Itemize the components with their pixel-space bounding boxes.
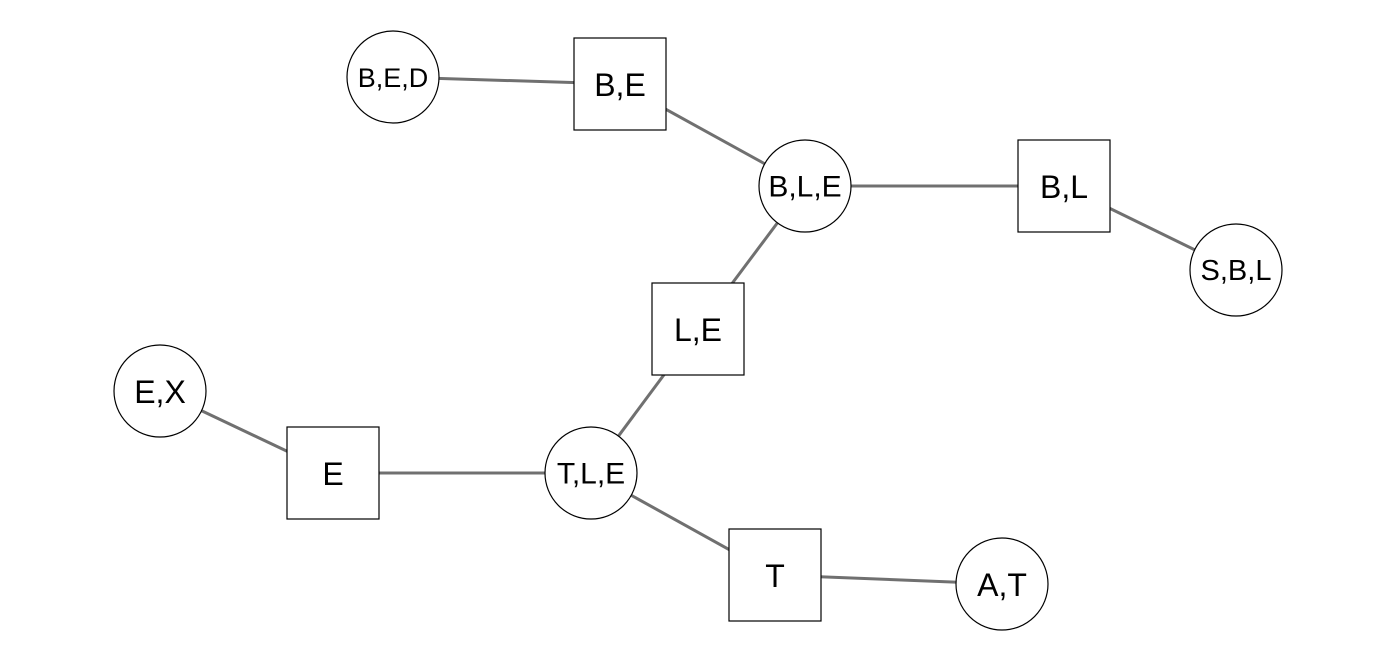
- nodes-layer: B,E,D B,E B,L,E B,L S,B,L L,E E,X E T,L,E T A,T: [113, 30, 1283, 631]
- clique-circle: [346, 30, 440, 124]
- node-label: B,E: [594, 67, 646, 103]
- node-label: T: [765, 558, 785, 594]
- clique-circle: [1189, 223, 1283, 317]
- node-le: L,E: [651, 282, 745, 376]
- node-label: B,E,D: [358, 63, 429, 93]
- clique-circle: [544, 426, 638, 520]
- node-label: S,B,L: [1201, 255, 1272, 287]
- node-label: B,L,E: [768, 171, 841, 204]
- clique-circle: [955, 537, 1049, 631]
- node-label: B,L: [1040, 169, 1088, 205]
- node-tle: T,L,E: [544, 426, 638, 520]
- node-label: E: [322, 456, 343, 492]
- node-label: E,X: [134, 374, 186, 410]
- clique-circle: [758, 139, 852, 233]
- node-ex: E,X: [113, 344, 207, 438]
- node-e: E: [286, 426, 380, 520]
- node-at: A,T: [955, 537, 1049, 631]
- clique-circle: [113, 344, 207, 438]
- node-sbl: S,B,L: [1189, 223, 1283, 317]
- separator-square: [651, 282, 745, 376]
- node-bed: B,E,D: [346, 30, 440, 124]
- node-be: B,E: [573, 37, 667, 131]
- separator-square: [286, 426, 380, 520]
- node-t: T: [728, 528, 822, 622]
- node-ble: B,L,E: [758, 139, 852, 233]
- separator-square: [573, 37, 667, 131]
- separator-square: [1017, 139, 1111, 233]
- node-label: A,T: [977, 567, 1027, 603]
- separator-square: [728, 528, 822, 622]
- node-label: L,E: [674, 312, 722, 348]
- node-label: T,L,E: [557, 458, 625, 491]
- node-bl: B,L: [1017, 139, 1111, 233]
